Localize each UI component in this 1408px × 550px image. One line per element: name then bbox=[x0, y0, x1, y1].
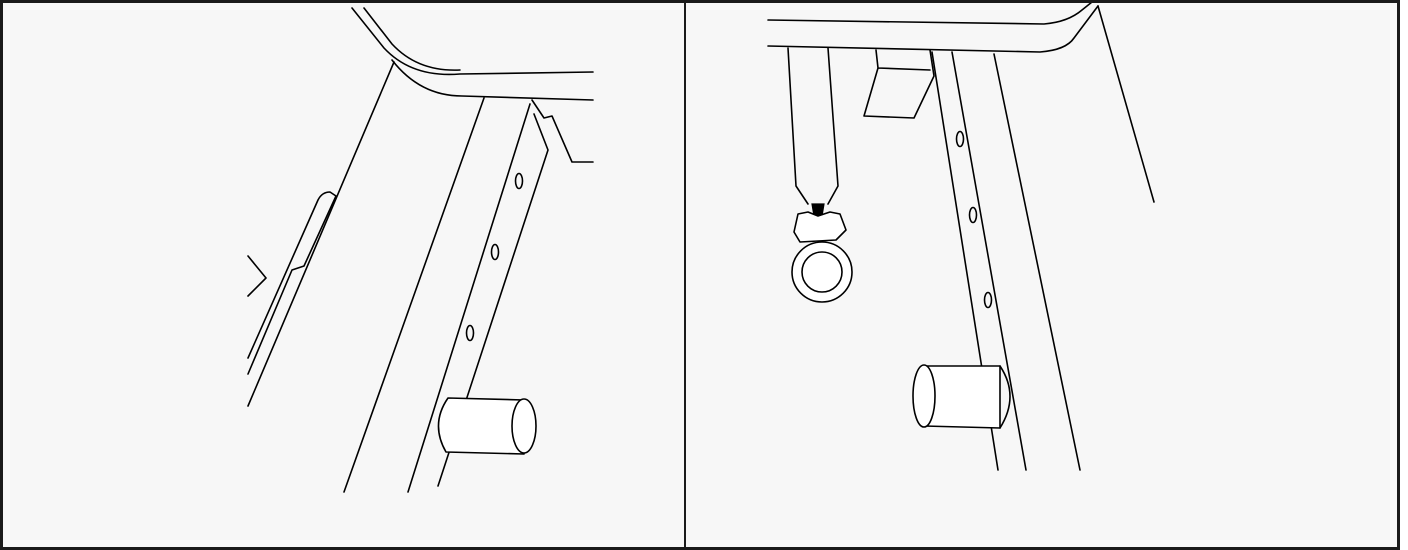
slotted-rail-right bbox=[951, 51, 1027, 471]
caster-leg-left bbox=[787, 47, 809, 205]
rail-slot-1 bbox=[955, 130, 965, 148]
cylinder-stopper-left-body bbox=[437, 397, 525, 455]
desk-top-corner-outer bbox=[351, 7, 594, 76]
mount-hole-2 bbox=[490, 243, 500, 261]
cylinder-stopper-left-cap bbox=[511, 398, 537, 454]
rail-bracket bbox=[531, 99, 594, 163]
desk-side-edge bbox=[1097, 5, 1155, 203]
panel-left bbox=[2, 2, 685, 548]
desk-top-underside bbox=[391, 59, 594, 101]
caster-wheel-inner bbox=[801, 251, 843, 293]
caster-wing-nut bbox=[793, 211, 847, 243]
desk-leg-front bbox=[343, 97, 485, 493]
mount-hole-3 bbox=[465, 324, 475, 342]
rail-slot-3 bbox=[983, 291, 993, 309]
side-panel-edge bbox=[247, 61, 395, 407]
desk-top-corner-inner bbox=[363, 7, 461, 71]
rail-edge-outer bbox=[437, 113, 549, 487]
caster-leg-right bbox=[827, 47, 839, 205]
rail-outer-edge bbox=[993, 53, 1081, 471]
cylinder-stopper-right-cap-back bbox=[912, 364, 936, 428]
mount-hole-1 bbox=[514, 172, 524, 190]
drawer-handle bbox=[247, 191, 337, 375]
rail-slot-2 bbox=[968, 206, 978, 224]
caster-wheel-outer bbox=[791, 241, 853, 303]
drawer-handle-tick bbox=[247, 255, 267, 297]
desk-leg-back bbox=[407, 103, 531, 493]
cylinder-stopper-right-cap-front bbox=[999, 365, 1011, 429]
panel-right bbox=[686, 1, 1398, 548]
mounting-bracket bbox=[863, 49, 935, 119]
desk-top-edge-upper bbox=[767, 1, 1093, 25]
panel-left-background bbox=[2, 2, 685, 548]
desk-top-edge-lower bbox=[767, 5, 1099, 53]
